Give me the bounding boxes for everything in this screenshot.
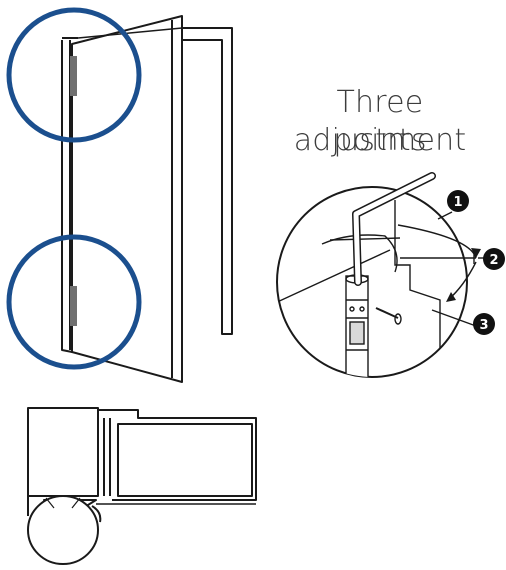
plan-hinge-arm [91, 505, 102, 523]
frame-right-jamb [182, 27, 233, 335]
caption-line-1: Three adjustment [293, 85, 467, 158]
callout-number-2: 2 [489, 253, 498, 268]
plan-view-drawing [27, 407, 257, 565]
detail-hinge-cup [321, 234, 398, 273]
callout-number-3: 3 [479, 318, 488, 333]
callout-leader-3 [431, 309, 477, 327]
plan-hinge-barrel [27, 495, 99, 565]
door-leaf [71, 15, 183, 383]
callout-number-1: 1 [453, 195, 462, 210]
callout-3: 3 [473, 313, 495, 335]
frame-left-edge [61, 40, 73, 353]
detail-grub-screw [375, 307, 399, 319]
callout-badge-2 [483, 248, 505, 270]
plan-hinge-detail-b [71, 497, 81, 509]
detail-screw-hole-b [359, 306, 365, 312]
detail-frame-line [277, 249, 391, 311]
detail-door-top [329, 237, 401, 241]
hinges [70, 56, 77, 326]
plan-door-outer [98, 409, 257, 501]
callout-2: 2 [483, 248, 505, 270]
detail-grub-screw-head [394, 313, 402, 325]
zoom-circle [276, 186, 468, 378]
hinge-detail-zoom [276, 172, 484, 378]
plan-frame-block [27, 407, 99, 497]
lower-hinge-highlight [6, 234, 142, 370]
frame-lintel [77, 27, 183, 39]
upper-hinge-highlight [6, 7, 142, 143]
callout-1: 1 [447, 190, 469, 212]
plan-hinge-detail-a [45, 497, 55, 509]
callout-leader-1 [437, 211, 453, 220]
detail-screw-hole-a [349, 306, 355, 312]
plan-door-inner [117, 423, 253, 497]
caption-line-2: points [333, 123, 427, 158]
detail-barrel-insert [349, 321, 365, 345]
lower-hinge-plate [70, 286, 77, 326]
arrow-head-3 [446, 292, 456, 302]
arrow-head-1 [471, 248, 481, 258]
door-frame-drawing [61, 15, 233, 383]
upper-hinge-plate [70, 56, 77, 96]
callout-badge-1 [447, 190, 469, 212]
allen-key-fill [353, 173, 435, 285]
callout-badge-3 [473, 313, 495, 335]
